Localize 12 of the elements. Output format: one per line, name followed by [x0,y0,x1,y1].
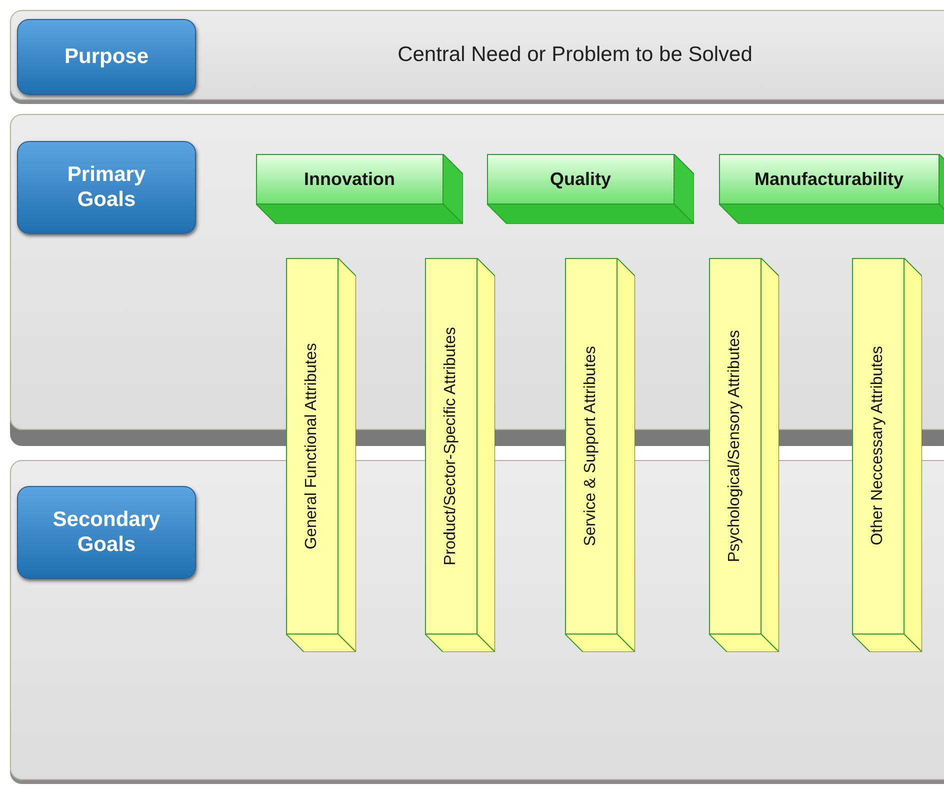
goal-text: Innovation [304,168,395,190]
attribute-text: Product/Sector-Specific Attributes [441,326,460,566]
goal-text: Quality [550,168,611,191]
attribute-text: Psychological/Sensory Attributes [725,330,744,562]
level-label: Purpose [17,19,196,95]
attribute-text: Other Neccessary Attributes [868,346,887,546]
attribute-text: General Functional Attributes [302,342,321,550]
goal-text: Manufacturability [754,168,904,191]
level-label: Primary Goals [17,141,196,234]
attribute-text: Service & Support Attributes [581,346,600,546]
level-label: Secondary Goals [17,486,196,579]
band-text: Central Need or Problem to be Solved [396,42,754,68]
